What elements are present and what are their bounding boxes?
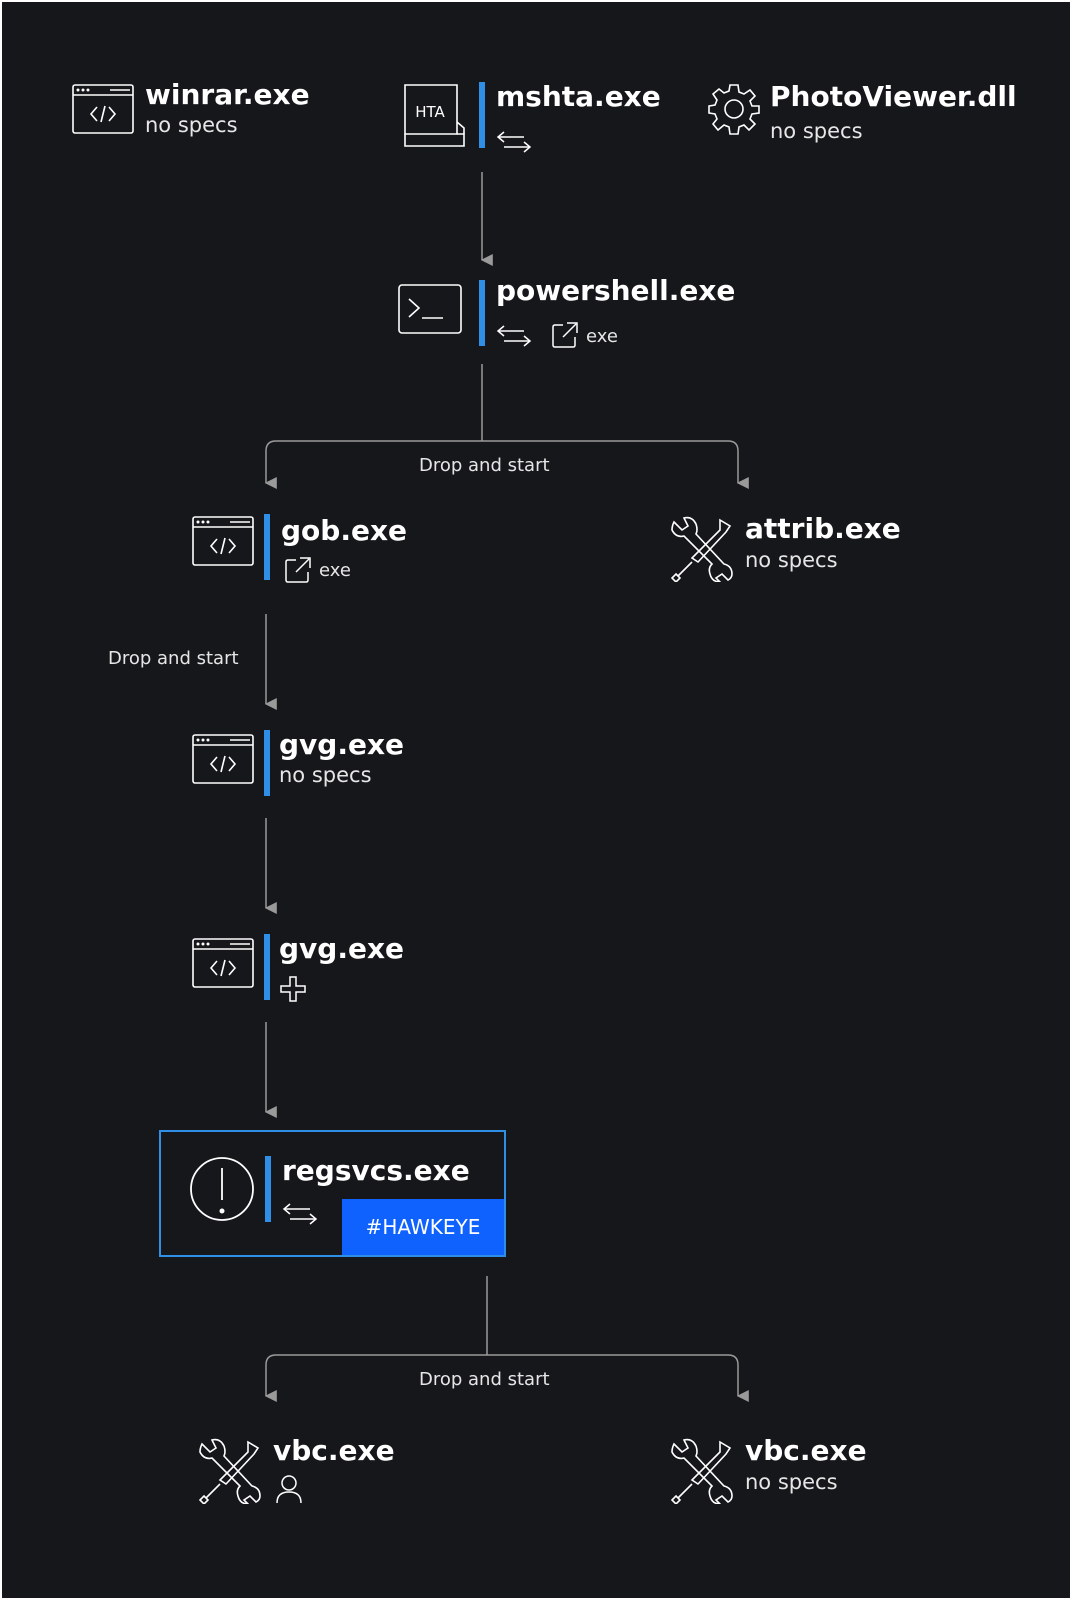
node-title: vbc.exe [745,1434,867,1467]
node-title: winrar.exe [145,78,310,111]
external-link-icon [552,322,578,348]
node-subtitle: no specs [145,113,238,137]
alert-circle-icon [190,1157,254,1221]
node-attrib[interactable]: attrib.exe no specs [670,512,930,592]
accent-bar [264,514,270,580]
tools-icon [670,516,733,582]
code-window-icon [192,734,254,784]
badge-label: exe [586,326,618,347]
node-subtitle: no specs [745,1470,838,1494]
edge-label-powershell-branch: Drop and start [419,455,550,476]
user-icon [276,1475,302,1504]
edge-regsvcs-to-vbc-right [487,1354,749,1402]
node-vbc-right[interactable]: vbc.exe no specs [670,1434,910,1514]
node-gvg-1[interactable]: gvg.exe no specs [192,728,432,800]
edge-regsvcs-to-vbc-left [264,1354,487,1402]
node-title: gob.exe [281,514,407,547]
node-gob[interactable]: gob.exe exe [192,514,432,594]
tools-icon [198,1438,261,1504]
gear-icon [708,84,760,135]
node-photoviewer[interactable]: PhotoViewer.dll no specs [705,80,1025,144]
node-subtitle: no specs [745,548,838,572]
edge-label-gob-to-gvg: Drop and start [108,648,239,669]
node-title: mshta.exe [496,80,661,113]
node-winrar[interactable]: winrar.exe no specs [72,78,312,142]
node-title: vbc.exe [273,1434,395,1467]
code-window-icon [192,938,254,988]
edge-powershell-to-attrib [482,440,749,489]
threat-tag[interactable]: #HAWKEYE [342,1199,504,1255]
badge-label: exe [319,560,351,581]
node-title: regsvcs.exe [282,1154,470,1187]
edge-label-regsvcs-branch: Drop and start [419,1369,550,1390]
network-arrows-icon [496,131,532,153]
code-window-icon [192,516,254,566]
tools-icon [670,1438,733,1504]
accent-bar [479,82,485,148]
accent-bar [479,280,485,346]
node-title: gvg.exe [279,728,405,761]
network-arrows-icon [496,325,532,347]
hta-document-icon: HTA [404,84,465,147]
node-title: powershell.exe [496,274,736,307]
node-powershell[interactable]: powershell.exe exe [396,274,756,358]
external-link-icon [285,557,311,583]
accent-bar [265,1156,271,1222]
node-title: PhotoViewer.dll [770,80,1017,113]
node-gvg-2[interactable]: gvg.exe [192,932,432,1004]
hta-label: HTA [415,103,445,121]
terminal-icon [398,284,462,334]
node-title: gvg.exe [279,932,405,965]
accent-bar [264,730,270,796]
edge-powershell-to-gob [264,440,482,489]
plus-icon [280,976,306,1002]
node-subtitle: no specs [279,763,372,787]
accent-bar [264,934,270,1000]
code-window-icon [72,84,134,134]
node-regsvcs[interactable]: regsvcs.exe #HAWKEYE [159,1130,506,1257]
node-mshta[interactable]: HTA mshta.exe [402,80,662,164]
node-title: attrib.exe [745,512,901,545]
node-subtitle: no specs [770,119,863,143]
network-arrows-icon [282,1203,318,1225]
node-vbc-left[interactable]: vbc.exe [198,1434,438,1514]
